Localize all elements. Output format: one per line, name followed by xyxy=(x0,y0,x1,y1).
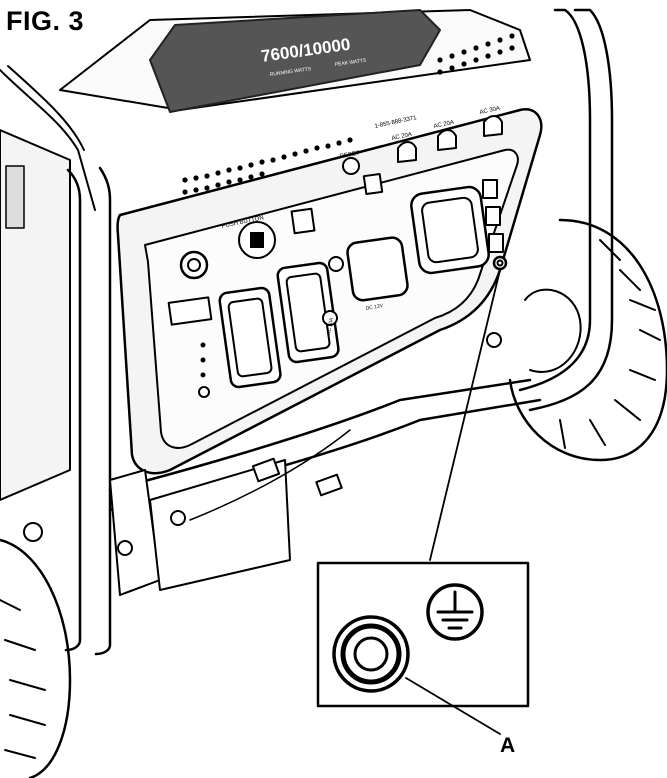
choke-knob xyxy=(179,250,209,280)
eco-switch xyxy=(198,386,210,398)
receptacle-dc xyxy=(346,236,409,302)
callout-label-a: A xyxy=(500,734,516,757)
receptacle-label-1: AC 20A xyxy=(391,132,412,142)
wire-connector-2 xyxy=(315,473,343,497)
breaker-2 xyxy=(485,206,501,226)
ground-terminal-nut-icon xyxy=(332,615,410,693)
wire-connector-1 xyxy=(251,457,281,483)
receptacle-label-3: AC 30A xyxy=(479,106,500,116)
battery-box xyxy=(149,459,291,591)
ac-knob-lower xyxy=(322,310,338,326)
ac-knob-upper xyxy=(328,256,344,272)
left-wheel xyxy=(0,538,72,778)
rear-frame-tube xyxy=(0,69,96,211)
receptacle-30a-cover xyxy=(421,196,479,264)
callout-leader xyxy=(405,677,501,735)
reset-switch xyxy=(362,172,384,196)
receptacle-ac-left-cover xyxy=(227,297,273,378)
receptacle-30a xyxy=(410,185,490,275)
ac-outlet-row xyxy=(397,115,503,163)
right-handle-tube-inner xyxy=(528,8,614,412)
receptacle-ac-left xyxy=(218,286,282,389)
leader-line xyxy=(429,269,501,561)
panel-phone: 1-855-888-3371 xyxy=(374,115,418,130)
wire-harness xyxy=(189,429,351,521)
breaker-3 xyxy=(488,233,504,253)
vent-row-top xyxy=(182,33,515,195)
figure-label: FIG. 3 xyxy=(6,6,85,36)
ground-symbol-icon xyxy=(426,583,484,641)
receptacle-ac-mid xyxy=(276,261,340,364)
breaker-1 xyxy=(482,179,498,199)
model-badge-running: RUNNING WATTS xyxy=(269,66,312,78)
model-badge-peak: PEAK WATTS xyxy=(334,58,367,68)
left-frame-outer xyxy=(7,65,85,151)
bolt-3 xyxy=(23,522,43,542)
panel-reset-label: RESET xyxy=(339,151,360,160)
bolt-4 xyxy=(486,332,502,348)
ac-label: AC 20A xyxy=(326,317,335,336)
toggle-switch xyxy=(290,207,316,235)
base-bracket xyxy=(109,469,161,596)
dc-label: DC 12V xyxy=(365,303,384,312)
bolt-1 xyxy=(170,510,186,526)
reset-button xyxy=(342,157,360,175)
right-handle-tube xyxy=(518,8,592,392)
warning-label xyxy=(5,165,25,229)
front-frame-tube-inner xyxy=(94,166,112,656)
right-wheel xyxy=(508,218,667,462)
lcd-display xyxy=(167,296,213,326)
receptacle-label-2: AC 20A xyxy=(433,120,454,130)
panel-ground-terminal xyxy=(492,255,508,271)
model-badge-plate xyxy=(149,9,441,113)
receptacle-ac-mid-cover xyxy=(285,272,331,353)
bolt-2 xyxy=(117,540,133,556)
front-frame-tube xyxy=(64,168,82,652)
indicator-lights xyxy=(200,342,206,378)
